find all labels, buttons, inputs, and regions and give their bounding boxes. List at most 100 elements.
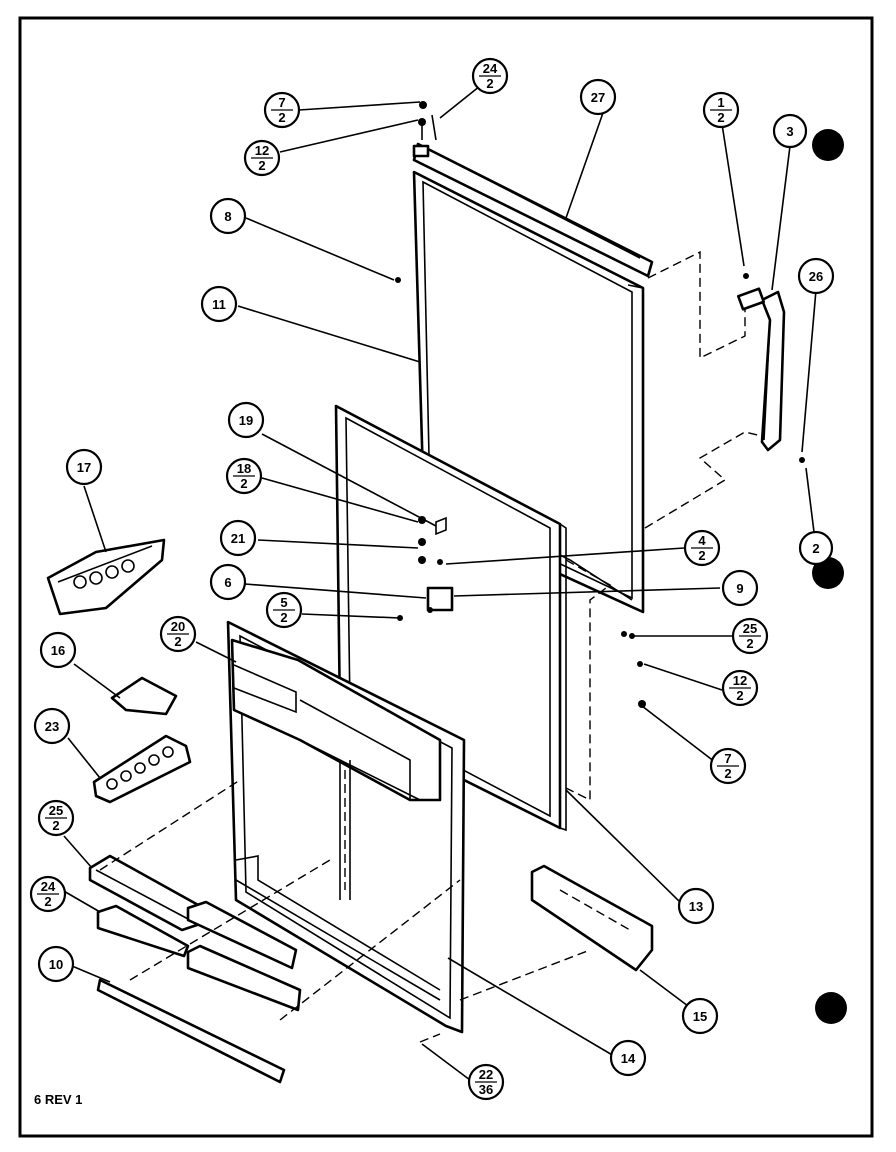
callout-25a: 25 2 (731, 617, 769, 655)
svg-text:15: 15 (693, 1009, 707, 1024)
lower-guide-2 (129, 859, 331, 981)
svg-text:10: 10 (49, 957, 63, 972)
svg-text:2: 2 (486, 76, 493, 91)
svg-text:2: 2 (724, 766, 731, 781)
callout-25b: 25 2 (37, 799, 75, 837)
svg-text:25: 25 (49, 803, 63, 818)
screw-2 (799, 457, 805, 463)
hinge-screws-top (418, 101, 437, 141)
svg-text:26: 26 (809, 269, 823, 284)
svg-text:20: 20 (171, 619, 185, 634)
screw-25c (621, 631, 627, 637)
svg-text:2: 2 (52, 818, 59, 833)
screw-8 (395, 277, 401, 283)
svg-text:2: 2 (240, 476, 247, 491)
door-shelf-lower (96, 900, 302, 1012)
toe-panel (530, 864, 654, 972)
mounting-guide-right-lower (644, 431, 771, 529)
svg-text:2: 2 (258, 158, 265, 173)
svg-text:7: 7 (724, 751, 731, 766)
callout-3: 3 (772, 113, 808, 149)
callout-21: 21 (219, 519, 257, 557)
callout-27: 27 (579, 78, 617, 116)
svg-text:21: 21 (231, 531, 245, 546)
svg-text:8: 8 (224, 209, 231, 224)
small-tray-part (110, 676, 178, 716)
fresh-food-door-liner (226, 620, 466, 1034)
callout-7b: 7 2 (709, 747, 747, 785)
svg-text:24: 24 (41, 879, 56, 894)
svg-text:27: 27 (591, 90, 605, 105)
callout-1: 1 2 (702, 91, 740, 129)
callout-10: 10 (37, 945, 75, 983)
callout-15: 15 (681, 997, 719, 1035)
svg-text:3: 3 (786, 124, 793, 139)
svg-text:22: 22 (479, 1067, 493, 1082)
callout-11: 11 (200, 285, 238, 323)
screw-25b (629, 633, 635, 639)
screw-1 (743, 273, 749, 279)
callout-9: 9 (721, 569, 759, 607)
leader-lines (61, 85, 817, 1081)
lower-guide-5 (419, 1033, 441, 1043)
callout-6: 6 (209, 563, 247, 601)
callout-20: 20 2 (159, 615, 197, 653)
door-handle-part (736, 287, 786, 452)
svg-text:16: 16 (51, 643, 65, 658)
mounting-guide-right-upper (647, 250, 746, 360)
svg-text:2: 2 (698, 548, 705, 563)
svg-text:2: 2 (717, 110, 724, 125)
callout-18: 18 2 (225, 457, 263, 495)
callout-2: 2 (798, 530, 834, 566)
registration-dot-top (812, 129, 844, 161)
svg-text:7: 7 (278, 95, 285, 110)
svg-text:2: 2 (746, 636, 753, 651)
callout-12b: 12 2 (721, 669, 759, 707)
registration-dot-bottom (815, 992, 847, 1024)
revision-label: 6 REV 1 (34, 1092, 82, 1107)
callout-24b: 24 2 (29, 875, 67, 913)
callout-19: 19 (227, 401, 265, 439)
svg-text:2: 2 (280, 610, 287, 625)
svg-text:18: 18 (237, 461, 251, 476)
svg-text:12: 12 (255, 143, 269, 158)
svg-text:2: 2 (278, 110, 285, 125)
svg-text:13: 13 (689, 899, 703, 914)
frame-guide-right (565, 559, 612, 802)
callout-4: 4 2 (683, 529, 721, 567)
svg-text:12: 12 (733, 673, 747, 688)
callout-8: 8 (209, 197, 247, 235)
callout-13: 13 (677, 887, 715, 925)
svg-text:23: 23 (45, 719, 59, 734)
bottom-trim-strip (96, 978, 286, 1084)
callout-16: 16 (39, 631, 77, 669)
callout-23: 23 (33, 707, 71, 745)
svg-text:2: 2 (736, 688, 743, 703)
svg-text:2: 2 (812, 541, 819, 556)
svg-text:2: 2 (44, 894, 51, 909)
registration-dot-middle (812, 557, 844, 589)
svg-text:9: 9 (736, 581, 743, 596)
svg-text:17: 17 (77, 460, 91, 475)
svg-text:2: 2 (174, 634, 181, 649)
svg-text:6: 6 (224, 575, 231, 590)
screw-12b (637, 661, 643, 667)
svg-text:14: 14 (621, 1051, 636, 1066)
callout-26: 26 (797, 257, 835, 295)
ice-cube-tray-part (92, 734, 192, 804)
callout-12a: 12 2 (243, 139, 281, 177)
svg-text:24: 24 (483, 61, 498, 76)
svg-text:36: 36 (479, 1082, 493, 1097)
lower-guide-3 (279, 879, 461, 1021)
callout-7a: 7 2 (263, 91, 301, 129)
svg-text:1: 1 (717, 95, 724, 110)
svg-text:25: 25 (743, 621, 757, 636)
callout-22: 22 36 (467, 1063, 505, 1101)
callout-14: 14 (609, 1039, 647, 1077)
svg-text:19: 19 (239, 413, 253, 428)
svg-text:11: 11 (212, 297, 226, 312)
callout-5: 5 2 (265, 591, 303, 629)
svg-text:5: 5 (280, 595, 287, 610)
callout-17: 17 (65, 448, 103, 486)
